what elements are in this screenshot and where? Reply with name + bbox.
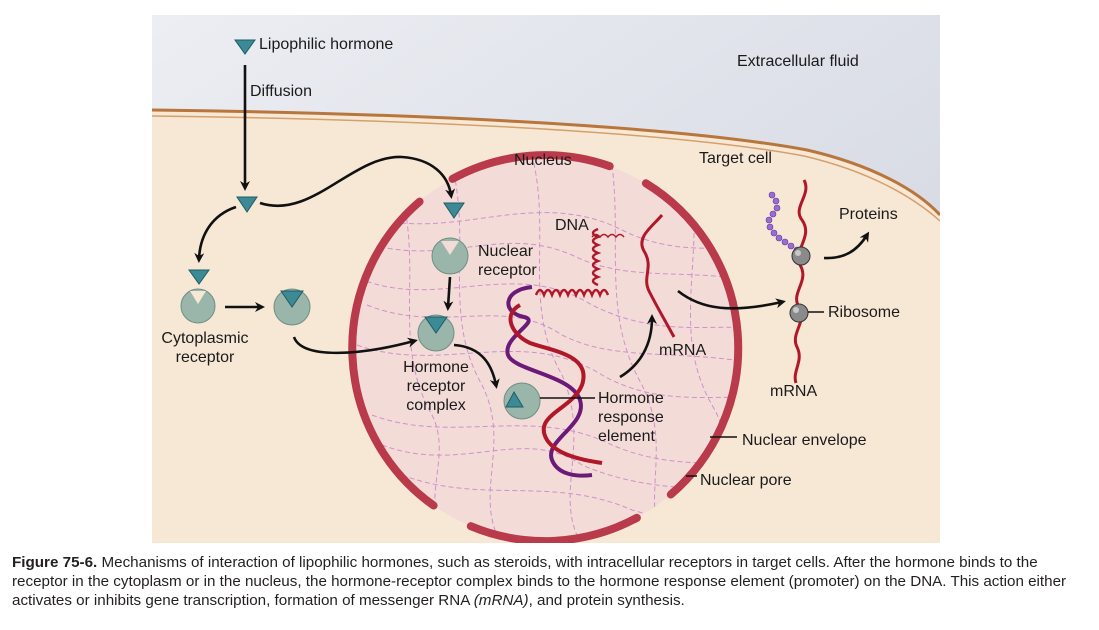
label-extracellular-fluid: Extracellular fluid <box>737 53 859 70</box>
diagram-labels: Lipophilic hormone Diffusion Extracellul… <box>161 36 900 489</box>
label-hormone-receptor-complex-3: complex <box>406 397 466 414</box>
label-cytoplasmic-receptor-2: receptor <box>176 349 235 366</box>
dna-helix <box>505 227 625 478</box>
label-hormone-response-element-2: response <box>598 409 664 426</box>
pathway-arrows <box>194 65 870 389</box>
receptor-with-hormone-icon <box>273 288 311 326</box>
label-ribosome: Ribosome <box>828 304 900 321</box>
label-nuclear-pore: Nuclear pore <box>700 472 792 489</box>
label-proteins: Proteins <box>839 206 898 223</box>
label-nuclear-receptor-2: receptor <box>478 262 537 279</box>
plasma-membrane <box>152 108 940 217</box>
hormone-icon-legend <box>234 39 256 55</box>
hormone-icon-cytoplasm <box>236 196 258 213</box>
label-hormone-response-element-3: element <box>598 428 655 445</box>
label-hormone-response-element-1: Hormone <box>598 390 664 407</box>
caption-text: Mechanisms of interaction of lipophilic … <box>12 554 1067 609</box>
figure-caption: Figure 75-6. Mechanisms of interaction o… <box>12 553 1092 610</box>
hormone-receptor-complex-icon <box>417 314 455 352</box>
label-dna: DNA <box>555 217 589 234</box>
nuclear-receptor-icon <box>431 237 469 275</box>
label-nuclear-envelope: Nuclear envelope <box>742 432 867 449</box>
figure-diagram: Lipophilic hormone Diffusion Extracellul… <box>152 15 940 543</box>
nucleus-mrna-strand <box>640 214 676 338</box>
label-nuclear-receptor-1: Nuclear <box>478 243 534 260</box>
label-diffusion: Diffusion <box>250 83 312 100</box>
caption-text-end: , and protein synthesis. <box>528 592 685 609</box>
label-hormone-receptor-complex-1: Hormone <box>403 359 469 376</box>
ribosome-icon <box>789 246 811 323</box>
label-hormone-receptor-complex-2: receptor <box>407 378 466 395</box>
hormone-icon-nucleus <box>443 202 465 219</box>
complex-bound-to-dna-icon <box>503 382 541 420</box>
label-cytoplasmic-receptor-1: Cytoplasmic <box>161 330 248 347</box>
protein-chain <box>765 191 801 254</box>
label-lipophilic-hormone: Lipophilic hormone <box>259 36 393 53</box>
caption-italic-term: (mRNA) <box>473 592 529 609</box>
label-target-cell: Target cell <box>699 150 772 167</box>
label-leader-lines <box>540 311 824 477</box>
hormone-icon-near-receptor <box>188 269 210 285</box>
cytoplasmic-receptor-icon <box>180 288 216 324</box>
caption-figure-label: Figure 75-6. <box>12 554 98 571</box>
cytoplasm-mrna-strand <box>793 179 808 384</box>
label-mrna-nucleus: mRNA <box>659 342 706 359</box>
label-nucleus: Nucleus <box>514 152 572 169</box>
label-mrna-cytoplasm: mRNA <box>770 383 817 400</box>
